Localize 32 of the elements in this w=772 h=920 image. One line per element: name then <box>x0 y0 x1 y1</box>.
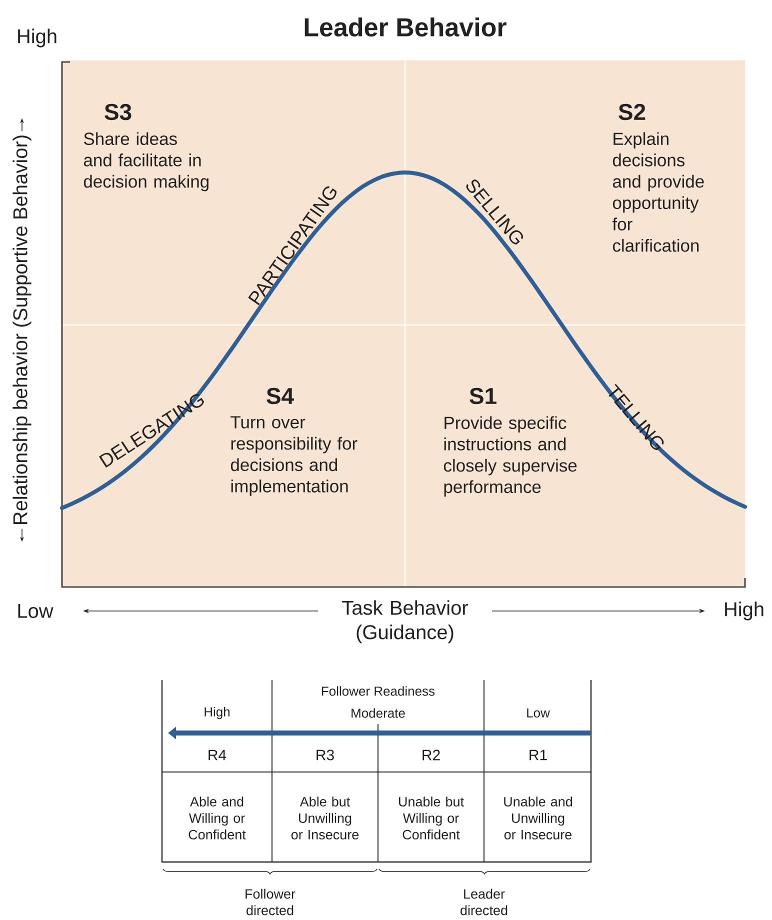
quadrant-panel <box>62 325 406 588</box>
description-text: Explain decisions and provide opportunity for clarification <box>612 132 704 252</box>
axis-label: High <box>725 602 764 620</box>
axis-title: Task Behavior (Guidance) <box>342 600 468 644</box>
quadrant-panel <box>405 60 746 326</box>
stage-label: S4 <box>266 388 294 404</box>
table-cell: Able but Unwilling or Insecure <box>291 796 359 840</box>
brace-label: Leader directed <box>460 888 508 916</box>
axis-label: High <box>18 28 56 48</box>
table-title: Follower Readiness <box>322 686 435 696</box>
brace-label: Follower directed <box>246 888 296 916</box>
quadrant-panel <box>405 325 746 588</box>
quadrant-panel <box>62 60 406 326</box>
column-header: R2 <box>422 750 440 760</box>
description-text: Turn over responsibility for decisions and implementation <box>230 416 358 496</box>
column-header: High <box>204 706 230 720</box>
column-header: R4 <box>208 750 226 760</box>
axis-title: Relationship behavior (Supportive Behavior) <box>12 136 32 524</box>
table-cell: Unable and Unwilling or Insecure <box>504 796 572 840</box>
column-header: R3 <box>316 750 334 760</box>
column-header: R1 <box>530 750 547 760</box>
title: Leader Behavior <box>304 17 506 37</box>
column-header: Low <box>527 708 550 718</box>
axis-label: Low <box>18 604 54 618</box>
table-cell: Able and Willing or Confident <box>188 796 246 840</box>
stage-label: S1 <box>470 388 496 404</box>
table-cell: Unable but Willing or Confident <box>399 796 464 840</box>
stage-label: S3 <box>104 104 132 120</box>
description-text: Provide specific instructions and closely supervise performance <box>444 416 577 497</box>
description-text: Share ideas and facilitate in decision making <box>84 132 208 192</box>
stage-label: S2 <box>618 104 646 120</box>
column-header: Moderate <box>352 708 405 718</box>
